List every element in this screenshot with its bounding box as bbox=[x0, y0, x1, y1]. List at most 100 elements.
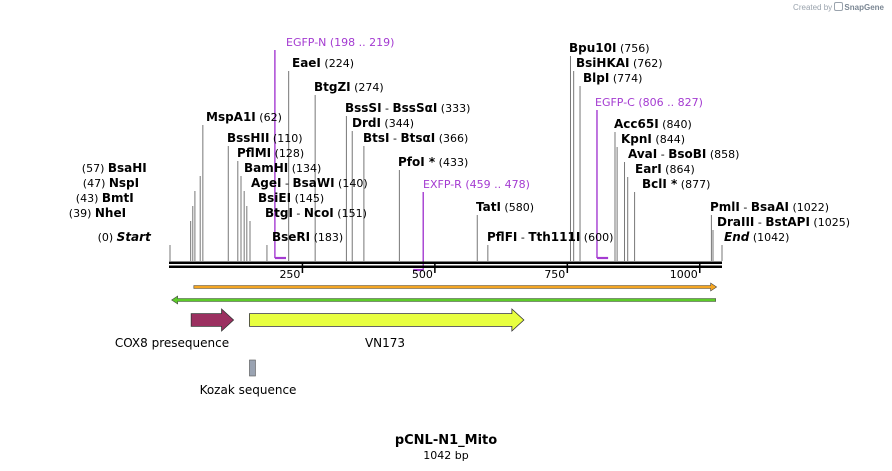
site-separator: - bbox=[517, 231, 528, 244]
sequence-backbone[interactable] bbox=[169, 261, 722, 269]
site-label-bcli[interactable]: BclI * (877) bbox=[642, 177, 710, 191]
primer-label-egfp-n[interactable]: EGFP-N (198 .. 219) bbox=[286, 36, 394, 49]
primer-labels[interactable]: EGFP-N (198 .. 219) EXFP-R (459 .. 478) EG… bbox=[286, 36, 703, 191]
feature-vn173[interactable] bbox=[249, 308, 525, 332]
site-position: (224) bbox=[321, 57, 354, 70]
site-name: NspI bbox=[109, 176, 139, 190]
site-name-secondary: BsaWI bbox=[292, 176, 334, 190]
site-name: BseRI bbox=[272, 230, 310, 244]
feature-cox8-presequence[interactable] bbox=[190, 308, 235, 332]
site-label-drdi[interactable]: DrdI (344) bbox=[352, 116, 414, 130]
site-position: (274) bbox=[351, 81, 384, 94]
site-name: TatI bbox=[476, 200, 501, 214]
site-label-nhei[interactable]: (39) NheI bbox=[69, 206, 126, 220]
site-position: (1025) bbox=[810, 216, 850, 229]
site-position: (774) bbox=[609, 72, 642, 85]
site-label-draiii[interactable]: DraIII - BstAPI (1025) bbox=[717, 215, 850, 229]
site-label-btgi[interactable]: BtgI - NcoI (151) bbox=[265, 206, 367, 220]
feature-label-cox8-presequence: COX8 presequence bbox=[115, 336, 229, 350]
site-label-btgzi[interactable]: BtgZI (274) bbox=[314, 80, 384, 94]
site-name: Acc65I bbox=[614, 117, 659, 131]
site-name: BssHII bbox=[227, 131, 269, 145]
site-label-start[interactable]: (0) Start bbox=[98, 230, 152, 244]
site-label-bpu10i[interactable]: Bpu10I (756) bbox=[569, 41, 650, 55]
orf-bars[interactable] bbox=[171, 282, 718, 305]
site-name: BtsI bbox=[363, 131, 390, 145]
site-label-end[interactable]: End (1042) bbox=[724, 230, 789, 244]
ruler-tick-label: 1000 bbox=[670, 268, 698, 281]
site-name: EaeI bbox=[292, 56, 321, 70]
site-label-tati[interactable]: TatI (580) bbox=[476, 200, 534, 214]
site-name: BtgZI bbox=[314, 80, 351, 94]
site-position: (57) bbox=[82, 162, 108, 175]
site-separator: - bbox=[740, 201, 751, 214]
site-name-secondary: NcoI bbox=[304, 206, 334, 220]
credit-brand: SnapGene bbox=[844, 3, 884, 12]
primer-label-egfp-c[interactable]: EGFP-C (806 .. 827) bbox=[595, 96, 703, 109]
feature-label-vn173: VN173 bbox=[365, 336, 405, 350]
primer-label-exfp-r[interactable]: EXFP-R (459 .. 478) bbox=[423, 178, 530, 191]
site-position: (128) bbox=[271, 147, 304, 160]
site-name-secondary: BsoBI bbox=[668, 147, 706, 161]
site-name: AgeI bbox=[251, 176, 281, 190]
site-label-avai[interactable]: AvaI - BsoBI (858) bbox=[628, 147, 739, 161]
site-name: Start bbox=[117, 230, 152, 244]
credit-prefix: Created by bbox=[793, 3, 833, 12]
site-label-mspa1i[interactable]: MspA1I (62) bbox=[206, 110, 282, 124]
site-position: (840) bbox=[659, 118, 692, 131]
backbone-bottom-strand bbox=[169, 265, 722, 268]
site-label-bseri[interactable]: BseRI (183) bbox=[272, 230, 343, 244]
site-name-secondary: BtsαI bbox=[400, 131, 435, 145]
feature-kozak-sequence[interactable] bbox=[249, 359, 256, 377]
site-label-bsshii[interactable]: BssHII (110) bbox=[227, 131, 302, 145]
site-label-btsi[interactable]: BtsI - BtsαI (366) bbox=[363, 131, 468, 145]
site-label-nspi[interactable]: (47) NspI bbox=[83, 176, 139, 190]
site-label-bmti[interactable]: (43) BmtI bbox=[76, 191, 134, 205]
orf-bar-forward[interactable] bbox=[193, 282, 718, 292]
site-label-pflmi[interactable]: PflMI (128) bbox=[237, 146, 304, 160]
site-position: (43) bbox=[76, 192, 102, 205]
site-label-agei[interactable]: AgeI - BsaWI (140) bbox=[251, 176, 368, 190]
site-name: MspA1I bbox=[206, 110, 256, 124]
site-position: (1042) bbox=[749, 231, 789, 244]
map-length: 1042 bp bbox=[423, 449, 468, 462]
site-separator: - bbox=[657, 148, 668, 161]
backbone-top-strand bbox=[169, 261, 722, 264]
site-label-blpi[interactable]: BlpI (774) bbox=[583, 71, 642, 85]
site-label-acc65i[interactable]: Acc65I (840) bbox=[614, 117, 692, 131]
snapgene-credit: Created by SnapGene bbox=[793, 2, 884, 12]
site-position: (877) bbox=[677, 178, 710, 191]
site-label-eaei[interactable]: EaeI (224) bbox=[292, 56, 354, 70]
site-name: BmtI bbox=[102, 191, 134, 205]
site-label-pmli[interactable]: PmlI - BsaAI (1022) bbox=[710, 200, 829, 214]
orf-bar-reverse[interactable] bbox=[171, 295, 716, 305]
site-name-secondary: Tth111I bbox=[528, 230, 580, 244]
site-name: BssSI bbox=[345, 101, 382, 115]
site-label-kpni[interactable]: KpnI (844) bbox=[621, 132, 685, 146]
site-label-bsssi[interactable]: BssSI - BssSαI (333) bbox=[345, 101, 470, 115]
site-label-bsiei[interactable]: BsiEI (145) bbox=[258, 191, 324, 205]
site-labels[interactable]: (0) Start (39) NheI(43) BmtI(47) NspI(57)… bbox=[69, 41, 850, 244]
site-position: (756) bbox=[616, 42, 649, 55]
site-name: EarI bbox=[635, 162, 662, 176]
site-label-bsahi[interactable]: (57) BsaHI bbox=[82, 161, 147, 175]
site-name: BlpI bbox=[583, 71, 609, 85]
site-label-pfoi[interactable]: PfoI * (433) bbox=[398, 155, 468, 169]
site-position: (762) bbox=[630, 57, 663, 70]
site-position: (1022) bbox=[789, 201, 829, 214]
site-position: (333) bbox=[437, 102, 470, 115]
site-position: (151) bbox=[334, 207, 367, 220]
site-name: BclI * bbox=[642, 177, 678, 191]
site-name-secondary: BssSαI bbox=[393, 101, 438, 115]
site-position: (864) bbox=[662, 163, 695, 176]
site-position: (140) bbox=[335, 177, 368, 190]
site-label-pflfi[interactable]: PflFI - Tth111I (600) bbox=[487, 230, 613, 244]
site-label-eari[interactable]: EarI (864) bbox=[635, 162, 695, 176]
site-position: (600) bbox=[580, 231, 613, 244]
ruler-tick-label: 250 bbox=[279, 268, 300, 281]
site-label-bsihkai[interactable]: BsiHKAI (762) bbox=[576, 56, 663, 70]
site-label-bamhi[interactable]: BamHI (134) bbox=[244, 161, 321, 175]
